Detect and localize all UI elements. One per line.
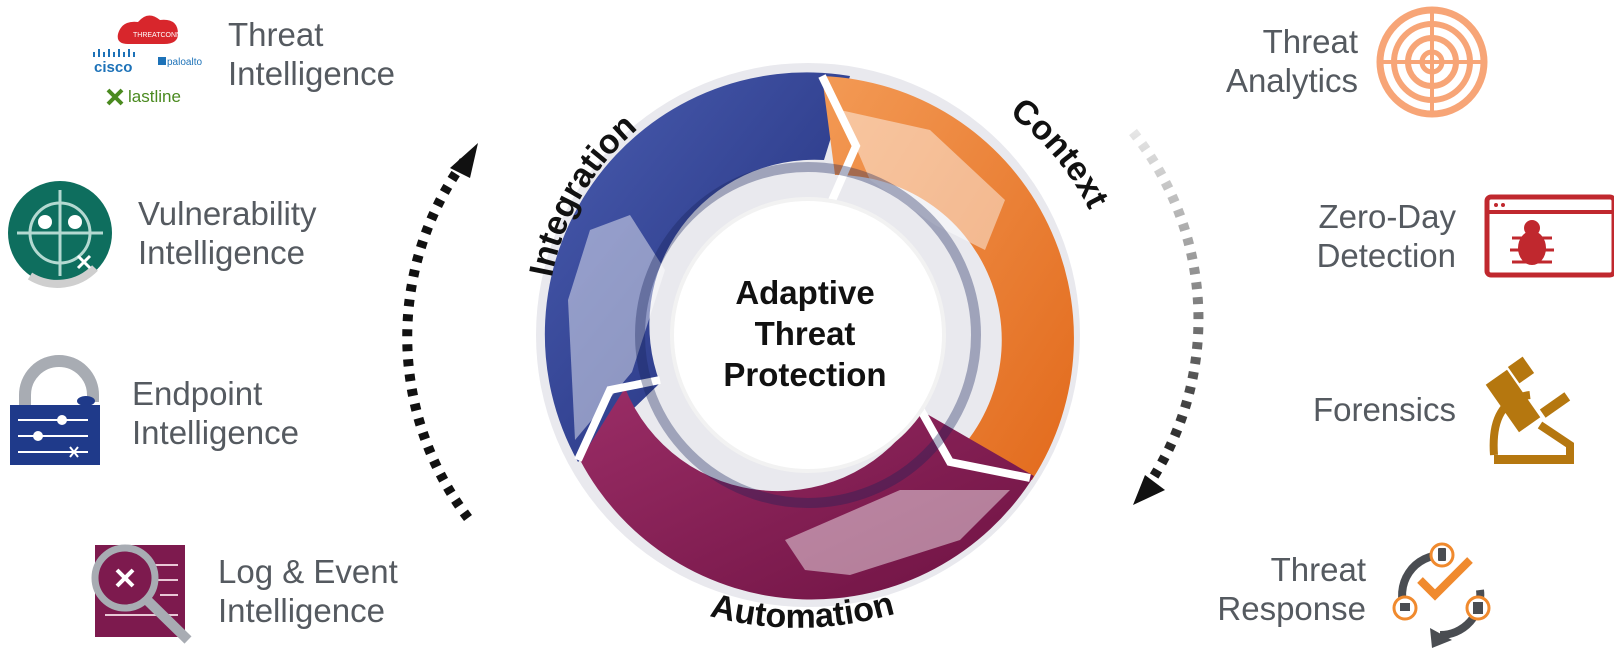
label-line: Intelligence bbox=[218, 592, 385, 629]
svg-text:cisco: cisco bbox=[94, 59, 132, 76]
purple-highlight bbox=[785, 490, 1010, 575]
center-disc bbox=[670, 197, 946, 473]
label-line: Response bbox=[1217, 590, 1366, 627]
forensics-label: Forensics bbox=[1313, 390, 1456, 429]
automation-segment bbox=[580, 388, 1034, 600]
center-title-line: Threat bbox=[754, 315, 856, 352]
zero-day-detection-label: Zero-Day Detection bbox=[1317, 197, 1456, 275]
vendor-logos-icon: THREATCONNECT cisco paloalto lastline bbox=[93, 15, 202, 106]
label-line: Threat bbox=[1270, 551, 1366, 588]
separator-right bbox=[914, 403, 1031, 482]
svg-text:paloalto: paloalto bbox=[167, 57, 202, 68]
label-line: Endpoint bbox=[132, 375, 263, 412]
center-title-line: Adaptive bbox=[735, 274, 875, 311]
label-line: Forensics bbox=[1312, 391, 1456, 428]
padlock-sliders-icon bbox=[10, 355, 100, 465]
separator-left bbox=[574, 376, 661, 462]
label-line: Threat bbox=[228, 16, 324, 53]
vulnerability-intelligence-label: Vulnerability Intelligence bbox=[138, 194, 317, 272]
center-title-line: Protection bbox=[723, 356, 887, 393]
right-cycle-arrow bbox=[1129, 128, 1204, 493]
right-arrowhead-icon bbox=[1133, 475, 1165, 505]
left-arrowhead-icon bbox=[450, 143, 478, 178]
label-line: Zero-Day bbox=[1318, 198, 1456, 235]
label-line: Intelligence bbox=[138, 234, 305, 271]
center-title: Adaptive Threat Protection bbox=[690, 272, 920, 395]
blue-highlight bbox=[568, 215, 665, 440]
magnifier-log-icon bbox=[91, 544, 192, 644]
context-segment bbox=[822, 76, 1074, 480]
svg-text:THREATCONNECT: THREATCONNECT bbox=[133, 32, 196, 39]
radar-scan-icon bbox=[8, 181, 112, 288]
orange-highlight bbox=[840, 110, 1005, 250]
left-cycle-arrow bbox=[402, 157, 472, 522]
threat-intelligence-label: Threat Intelligence bbox=[228, 15, 395, 93]
microscope-icon bbox=[1485, 356, 1574, 464]
svg-text:lastline: lastline bbox=[128, 87, 181, 106]
label-line: Intelligence bbox=[228, 55, 395, 92]
integration-segment bbox=[544, 72, 850, 463]
response-cycle-icon bbox=[1392, 542, 1491, 648]
threat-analytics-label: Threat Analytics bbox=[1226, 22, 1358, 100]
endpoint-intelligence-label: Endpoint Intelligence bbox=[132, 374, 299, 452]
label-line: Vulnerability bbox=[138, 195, 317, 232]
target-rings-icon bbox=[1376, 6, 1488, 118]
inner-band bbox=[635, 162, 981, 508]
log-event-intelligence-label: Log & Event Intelligence bbox=[218, 552, 398, 630]
bug-window-icon bbox=[1484, 194, 1614, 278]
threat-response-label: Threat Response bbox=[1217, 550, 1366, 628]
label-line: Log & Event bbox=[218, 553, 398, 590]
label-line: Detection bbox=[1316, 237, 1456, 274]
label-line: Threat bbox=[1262, 23, 1358, 60]
label-line: Analytics bbox=[1225, 62, 1358, 99]
label-line: Intelligence bbox=[132, 414, 299, 451]
separator-top bbox=[818, 74, 861, 207]
